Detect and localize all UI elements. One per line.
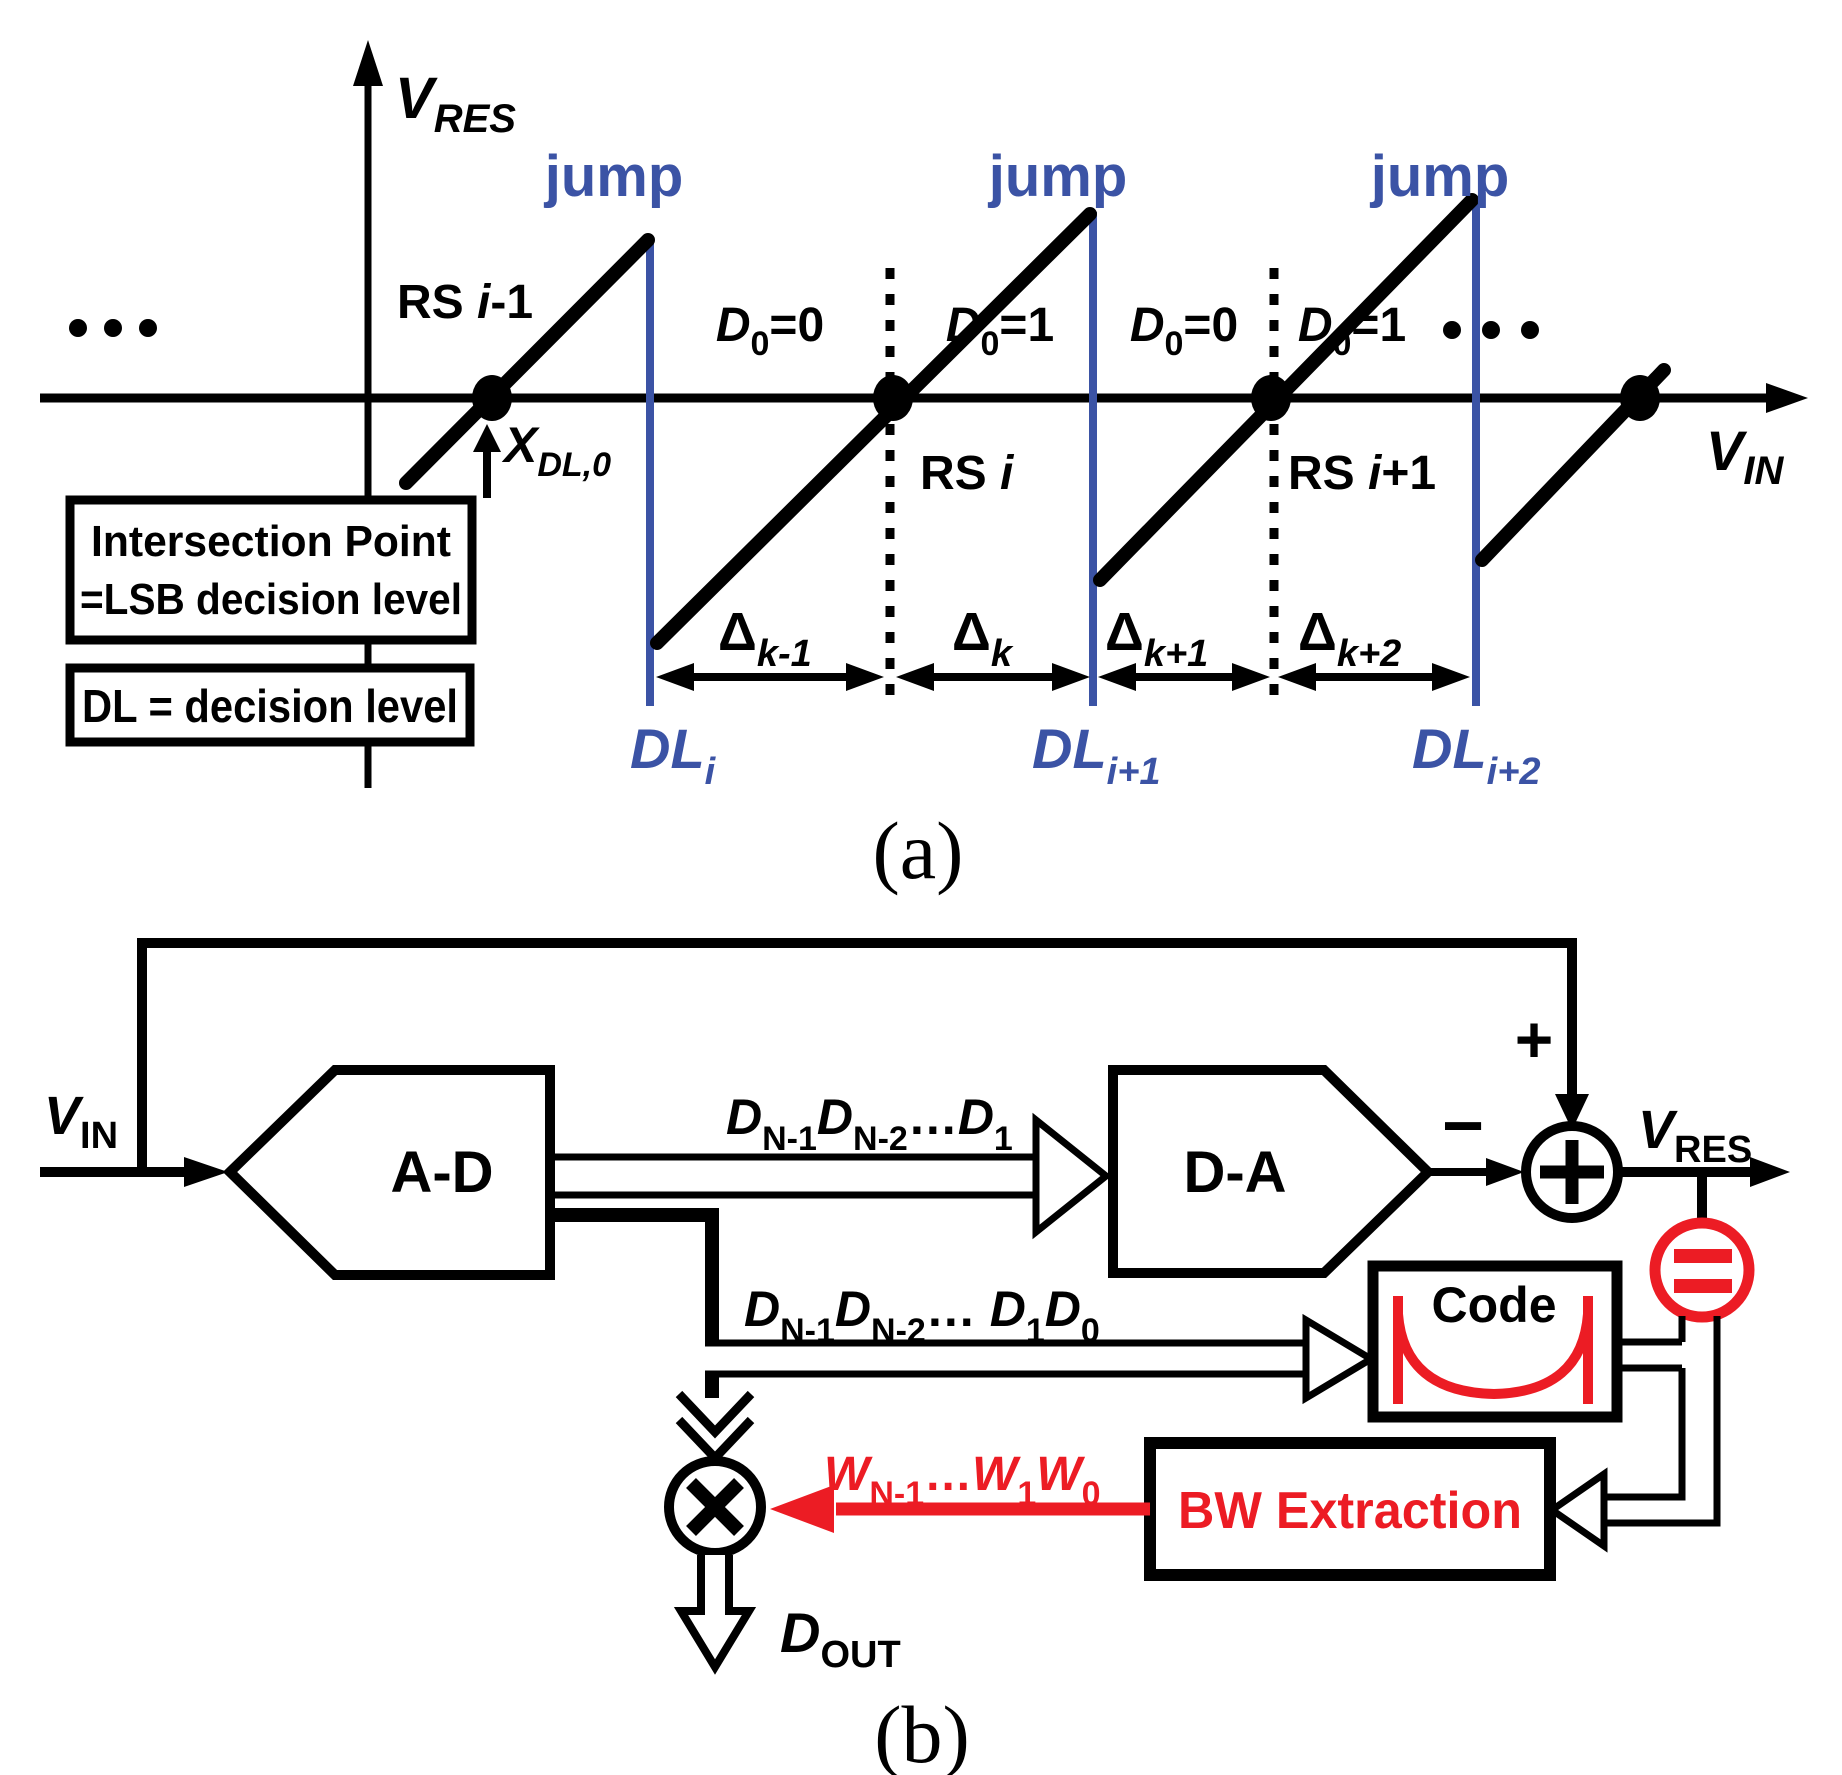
vres-output-line (1618, 1157, 1790, 1187)
adc-block-label: A-D (390, 1140, 493, 1205)
code-block: Code (1367, 1260, 1623, 1423)
full-bus-label: DN-1DN-2… D1D0 (744, 1281, 1100, 1350)
delta-label-k1: Δk+1 (1105, 602, 1208, 675)
delta-label-k: Δk (952, 602, 1014, 675)
vin-axis-arrowhead-icon (1766, 383, 1808, 413)
note-box-line1: Intersection Point (91, 517, 451, 566)
right-arrowhead-icon (184, 1157, 228, 1187)
right-arrowhead-icon (1486, 1158, 1524, 1186)
delta-label-k2: Δk+2 (1298, 602, 1401, 675)
delta-label-k-1: Δk-1 (718, 602, 812, 675)
bit-label-3: D0=0 (1130, 299, 1238, 363)
ellipsis-left-icon (69, 319, 157, 337)
vin-label: VIN (44, 1086, 118, 1157)
delta-arrow-k2 (1278, 663, 1470, 691)
open-bus-arrowhead-icon (1302, 1313, 1378, 1405)
up-arrowhead-icon (473, 424, 501, 452)
multiplier-node (664, 1456, 766, 1558)
panel-a-transfer-curve: VRES VIN jump jum (40, 40, 1808, 896)
bit-label-2: D0=1 (946, 299, 1054, 363)
minus-sign: − (1442, 1086, 1484, 1166)
bw-block-label: BW Extraction (1178, 1482, 1522, 1540)
vin-input-line (40, 1157, 228, 1187)
stats-to-bw-bus (1545, 1316, 1721, 1553)
vres-axis-label: VRES (395, 66, 516, 141)
ramp-label-rs-i-1: RS i-1 (397, 276, 533, 329)
jump-label-2: jump (988, 144, 1128, 209)
dl-label-i2: DLi+2 (1412, 717, 1541, 793)
bw-extraction-block: BW Extraction (1144, 1437, 1556, 1581)
ramp-label-rs-i1: RS i+1 (1288, 447, 1436, 500)
vres-label: VRES (1638, 1100, 1752, 1171)
multiply-icon (686, 1478, 744, 1536)
vin-axis-label: VIN (1706, 419, 1784, 493)
delta-arrow-k-1 (656, 663, 884, 691)
panel-a-caption: (a) (872, 805, 963, 896)
ramp-rs-i-1 (399, 233, 655, 490)
note-box-dl: DL = decision level (65, 663, 475, 747)
jump-label-3: jump (1370, 144, 1510, 209)
adc-block: A-D (222, 1065, 555, 1280)
open-bus-arrowhead-icon (1032, 1112, 1112, 1240)
delta-arrows (656, 663, 1470, 691)
equality-comparator (1649, 1217, 1755, 1323)
dl-label-i: DLi (630, 717, 717, 793)
intersection-pointer-arrow (473, 424, 501, 498)
delta-arrow-k1 (1098, 663, 1270, 691)
code-histogram-curve (1393, 1296, 1593, 1404)
feedback-path (137, 938, 1589, 1172)
note-box-line2: =LSB decision level (80, 575, 462, 624)
vres-axis-arrowhead-icon (353, 40, 383, 86)
code-block-label: Code (1432, 1277, 1557, 1333)
dac-block-label: D-A (1183, 1140, 1286, 1205)
msb-bus-label: DN-1DN-2…D1 (726, 1089, 1013, 1158)
ramp-label-rs-i: RS i (920, 447, 1015, 500)
ramp-rs-i (650, 207, 1097, 650)
summer-node (1521, 1121, 1623, 1223)
bit-label-4: D0=1 (1298, 299, 1406, 363)
jump-label-1: jump (544, 144, 684, 209)
lsb-output-line (550, 1208, 719, 1340)
dac-to-summer-line (1428, 1158, 1524, 1186)
open-bus-arrowhead-icon (1545, 1467, 1608, 1553)
msb-bus (550, 1112, 1112, 1240)
dout-label: DOUT (780, 1601, 901, 1676)
note-box2-text: DL = decision level (82, 680, 458, 732)
chevron-down-icon (675, 1390, 755, 1439)
panel-b-caption: (b) (874, 1689, 970, 1775)
right-arrowhead-icon (1750, 1157, 1790, 1187)
full-bus (705, 1313, 1378, 1405)
delta-arrow-k (896, 663, 1090, 691)
dl-label-i1: DLi+1 (1032, 717, 1161, 793)
weight-bus (770, 1485, 1150, 1533)
down-arrowhead-icon (1555, 1094, 1589, 1130)
weight-bus-label: WN-1…W1W0 (824, 1448, 1101, 1513)
dac-block: D-A (1108, 1065, 1436, 1278)
intersection-dots (472, 375, 1660, 421)
left-arrowhead-icon (770, 1485, 834, 1533)
note-box-intersection: Intersection Point =LSB decision level (65, 495, 477, 645)
ellipsis-right-icon (1443, 321, 1539, 339)
plus-sign: + (1515, 1002, 1554, 1076)
bit-label-1: D0=0 (716, 299, 824, 363)
panel-b-block-diagram: + VIN A-D DN-1DN-2…D1 D-A − (40, 938, 1790, 1775)
intersection-x-label: XDL,0 (501, 417, 611, 484)
dout-arrow (673, 1555, 757, 1675)
